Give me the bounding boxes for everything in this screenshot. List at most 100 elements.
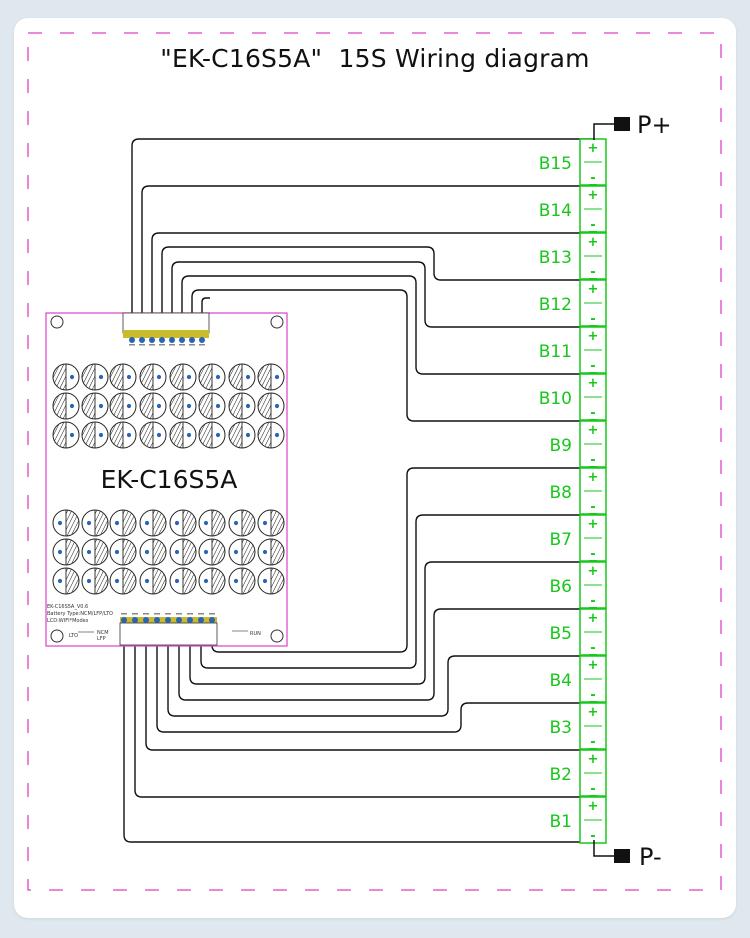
cell-b6: + - B6 <box>550 561 607 610</box>
minus-sign: - <box>590 547 595 562</box>
pin <box>169 337 175 343</box>
plus-sign: + <box>588 705 599 720</box>
mosfet <box>257 567 285 595</box>
switch-label-lto: LTO <box>69 633 78 639</box>
mosfet-grid <box>52 363 285 595</box>
cell-label: B6 <box>550 577 572 597</box>
cell-b11: +-B11 <box>539 326 607 375</box>
wire <box>181 275 594 375</box>
mosfet <box>139 509 167 537</box>
mosfet <box>169 509 197 537</box>
pin <box>154 617 160 623</box>
cell-b2: +-B2 <box>550 749 607 798</box>
p-minus-wire <box>593 840 614 857</box>
cell-label: B8 <box>550 483 572 503</box>
cell-label: B12 <box>539 295 572 315</box>
pin <box>129 337 135 343</box>
mosfet <box>109 509 137 537</box>
mount-hole <box>270 315 284 329</box>
positive-terminal: P+ <box>593 111 672 140</box>
wire <box>211 467 594 653</box>
minus-sign: - <box>590 453 595 468</box>
wire <box>123 622 594 843</box>
minus-sign: - <box>590 359 595 374</box>
mosfet <box>228 538 256 566</box>
plus-sign: + <box>588 658 599 673</box>
cell-b9: +-B9 <box>550 420 607 469</box>
pin <box>149 337 155 343</box>
mosfet <box>109 392 137 420</box>
mosfet <box>169 538 197 566</box>
mosfet <box>139 421 167 449</box>
wire <box>201 297 210 338</box>
pin <box>132 617 138 623</box>
dashed-frame <box>27 32 722 891</box>
mount-hole <box>50 315 64 329</box>
p-minus-pad <box>614 849 630 863</box>
plus-sign: + <box>588 799 599 814</box>
minus-sign: - <box>590 594 595 609</box>
mosfet <box>52 509 80 537</box>
pin <box>189 337 195 343</box>
mosfet <box>109 567 137 595</box>
switch-label-ncm: NCM <box>97 630 109 636</box>
p-minus-label: P- <box>639 843 662 871</box>
cell-label: B11 <box>539 342 572 362</box>
pin <box>159 337 165 343</box>
mosfet <box>257 392 285 420</box>
mosfet <box>139 567 167 595</box>
cell-label: B13 <box>539 248 572 268</box>
minus-sign: - <box>590 218 595 233</box>
mosfet <box>52 421 80 449</box>
wire <box>151 232 594 338</box>
mosfet <box>228 421 256 449</box>
minus-sign: - <box>590 829 595 844</box>
cell-b4: +-B4 <box>550 655 607 704</box>
pin <box>139 337 145 343</box>
mosfet <box>109 538 137 566</box>
mosfet <box>198 421 226 449</box>
wire <box>141 185 594 338</box>
mosfet <box>169 567 197 595</box>
plus-sign: + <box>588 470 599 485</box>
plus-sign: + <box>588 376 599 391</box>
wire <box>189 561 594 685</box>
cell-b15: +-B15 <box>539 138 607 187</box>
p-plus-pad <box>614 117 630 131</box>
pin <box>121 617 127 623</box>
cell-label: B14 <box>539 201 572 221</box>
wire <box>131 138 594 338</box>
switch-label-lfp: LFP <box>97 636 106 642</box>
mount-hole <box>50 629 64 643</box>
cell-label: B15 <box>539 154 572 174</box>
minus-sign: - <box>590 406 595 421</box>
cell-b1: + - B1 <box>550 796 607 844</box>
p-plus-label: P+ <box>637 111 672 139</box>
cell-label: B5 <box>550 624 572 644</box>
pin <box>176 617 182 623</box>
board-info-line: Battery Type:NCM/LFP/LTO <box>47 611 113 617</box>
cell-b7: +-B7 <box>550 514 607 563</box>
mosfet <box>52 363 80 391</box>
pin <box>199 337 205 343</box>
cell-label: B1 <box>550 812 572 832</box>
top-connector-pins <box>129 337 205 346</box>
pin <box>179 337 185 343</box>
cell-b14: +-B14 <box>539 185 607 234</box>
plus-sign: + <box>588 564 599 579</box>
mosfet <box>81 363 109 391</box>
wire <box>191 289 594 422</box>
pin <box>198 617 204 623</box>
cell-b8: +-B8 <box>550 467 607 516</box>
p-plus-wire <box>593 123 614 140</box>
plus-sign: + <box>588 235 599 250</box>
wire <box>200 514 594 669</box>
wire <box>134 622 594 798</box>
plus-sign: + <box>588 611 599 626</box>
cell-label: B7 <box>550 530 572 550</box>
board-info-line: EK-C16S5A_V0.6 <box>47 604 88 610</box>
wire <box>167 622 594 717</box>
bottom-connector-housing <box>119 622 218 646</box>
minus-sign: - <box>590 641 595 656</box>
